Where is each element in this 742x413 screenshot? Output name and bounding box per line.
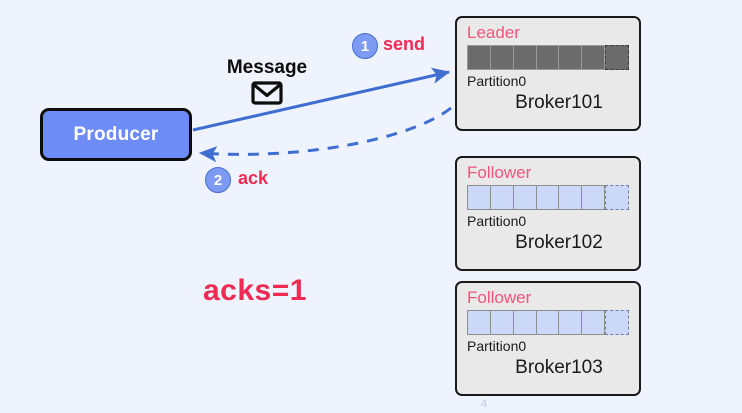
partition-cell [512, 185, 536, 210]
partition-cell [535, 185, 559, 210]
partition-cells [467, 310, 630, 335]
partition-cell-empty [605, 310, 630, 335]
partition-cell [489, 45, 513, 70]
step-1-label: send [383, 34, 426, 54]
step-1-number: 1 [360, 37, 370, 55]
partition-cell [512, 310, 536, 335]
partition-label: Partition0 [467, 73, 527, 89]
partition-cell-empty [605, 185, 630, 210]
step-2-number: 2 [213, 171, 223, 189]
partition-cell [581, 310, 606, 335]
partition-cell [535, 45, 559, 70]
broker-node-follower-103[interactable]: Follower Partition0 Broker103 [455, 281, 641, 396]
broker-node-follower-102[interactable]: Follower Partition0 Broker102 [455, 156, 641, 271]
acks-setting-label: acks=1 [203, 274, 307, 307]
partition-cell [581, 45, 606, 70]
partition-cell [512, 45, 536, 70]
broker-name-label: Broker102 [515, 232, 603, 253]
broker-role-label: Follower [467, 288, 532, 307]
step-badge-2: 2 [205, 167, 231, 193]
envelope-icon [251, 81, 283, 105]
partition-cell [581, 185, 606, 210]
partition-cell [558, 310, 582, 335]
partition-cell-empty [605, 45, 630, 70]
producer-label: Producer [73, 123, 159, 145]
ack-arrow [198, 106, 452, 163]
producer-node[interactable]: Producer [40, 108, 192, 161]
broker-node-leader[interactable]: Leader Partition0 Broker101 [455, 16, 641, 131]
slide-number: 4 [480, 398, 488, 410]
partition-label: Partition0 [467, 213, 527, 229]
partition-cell [467, 310, 490, 335]
message-label: Message [226, 57, 308, 78]
broker-role-label: Leader [467, 23, 520, 42]
broker-name-label: Broker103 [515, 357, 603, 378]
send-arrow [192, 67, 451, 132]
partition-cells [467, 45, 630, 70]
partition-cell [535, 310, 559, 335]
partition-cell [558, 45, 582, 70]
step-badge-1: 1 [352, 33, 378, 59]
step-2-label: ack [238, 168, 269, 188]
partition-cell [467, 45, 490, 70]
partition-cell [489, 185, 513, 210]
broker-name-label: Broker101 [515, 92, 603, 113]
partition-cells [467, 185, 630, 210]
partition-cell [489, 310, 513, 335]
broker-role-label: Follower [467, 163, 532, 182]
partition-label: Partition0 [467, 338, 527, 354]
partition-cell [558, 185, 582, 210]
partition-cell [467, 185, 490, 210]
